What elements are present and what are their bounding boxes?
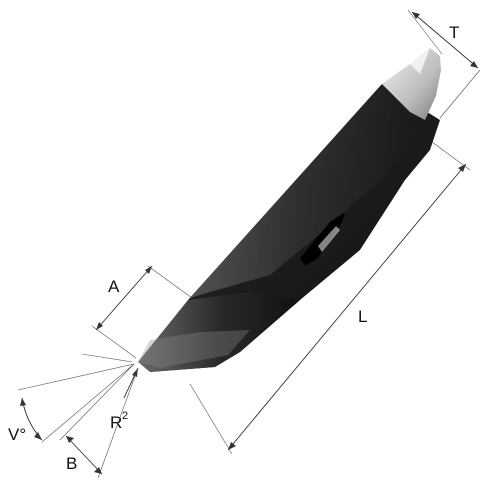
dimension-b [59,363,139,479]
blade-slot-rim [318,226,340,252]
blade-tip [382,48,441,120]
dimension-a [91,265,193,359]
label-l: L [358,307,367,326]
blade-front-chamfer-highlight [138,330,250,368]
label-v: V° [8,425,26,444]
label-r-superscript: 2 [122,410,128,422]
label-a: A [108,277,120,296]
label-b: B [66,454,77,473]
blade-tip-notch [410,48,430,74]
blade-top-face [190,86,410,298]
dimension-l [189,141,471,455]
blade-slot [300,212,345,266]
blade-front-chamfer [138,292,300,372]
saw-tooth-blade-icon [138,48,441,372]
label-t: T [449,23,459,42]
dimension-r [81,353,139,399]
label-r: R [110,413,122,432]
dimension-v [17,363,135,443]
dimension-t [407,9,481,119]
